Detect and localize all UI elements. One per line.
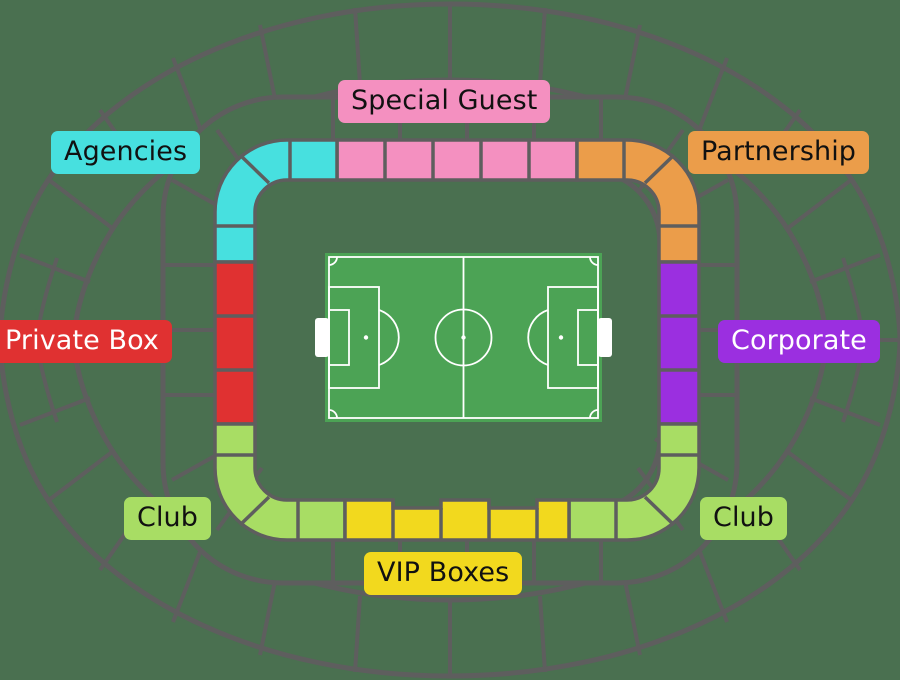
zone-corporate[interactable]: [657, 260, 701, 426]
pitch-corner-arc-br: [589, 409, 599, 419]
zone-private-box[interactable]: [213, 260, 257, 426]
zone-club-left-dividers: [215, 453, 300, 540]
zone-partnership-dividers: [622, 140, 699, 228]
zone-label-special-guest[interactable]: Special Guest: [338, 80, 551, 123]
pitch-centre-circle: [434, 308, 493, 367]
zone-club-left[interactable]: [213, 422, 347, 542]
zone-corporate-block[interactable]: [657, 260, 701, 426]
zone-label-partnership[interactable]: Partnership: [688, 131, 870, 174]
pitch-penalty-arc-right: [527, 309, 549, 366]
zone-label-private-box[interactable]: Private Box: [0, 320, 173, 363]
zone-label-club-left[interactable]: Club: [124, 497, 212, 540]
zone-special-guest-block[interactable]: [335, 138, 579, 182]
pitch-penalty-spot-right: [558, 335, 564, 340]
pitch-corner-arc-tl: [328, 256, 338, 266]
zone-partnership[interactable]: [575, 138, 701, 264]
zone-club-right-dividers: [614, 453, 699, 540]
zone-label-club-right[interactable]: Club: [700, 497, 788, 540]
pitch-goal-left: [315, 318, 329, 357]
pitch-goal-right: [598, 318, 612, 357]
pitch-corner-arc-bl: [328, 409, 338, 419]
zone-special-guest[interactable]: [335, 138, 579, 182]
pitch-corner-arc-tr: [589, 256, 599, 266]
zone-partnership-block[interactable]: [575, 138, 701, 264]
zone-club-right-block[interactable]: [567, 422, 701, 542]
pitch-penalty-arc-left: [378, 309, 400, 366]
zone-label-agencies[interactable]: Agencies: [51, 131, 201, 174]
zone-private-box-dividers: [215, 314, 255, 372]
pitch-penalty-spot-left: [363, 335, 369, 340]
zone-special-guest-dividers: [383, 140, 531, 180]
zone-corporate-dividers: [659, 314, 699, 372]
zone-vip-boxes[interactable]: [343, 498, 571, 542]
zone-agencies-block[interactable]: [213, 138, 339, 264]
zone-club-right[interactable]: [567, 422, 701, 542]
pitch-spots: [363, 335, 564, 340]
zone-vip-boxes-dividers: [391, 500, 539, 540]
zone-private-box-block[interactable]: [213, 260, 257, 426]
zone-label-corporate[interactable]: Corporate: [718, 320, 880, 363]
football-pitch: [315, 253, 612, 422]
pitch-centre-spot: [461, 335, 466, 340]
zone-agencies[interactable]: [213, 138, 339, 264]
zone-club-left-block[interactable]: [213, 422, 347, 542]
inner-colored-ring: [213, 138, 701, 542]
pitch-goals: [315, 318, 612, 357]
zone-label-vip-boxes[interactable]: VIP Boxes: [364, 552, 523, 595]
zone-agencies-dividers: [215, 140, 292, 228]
